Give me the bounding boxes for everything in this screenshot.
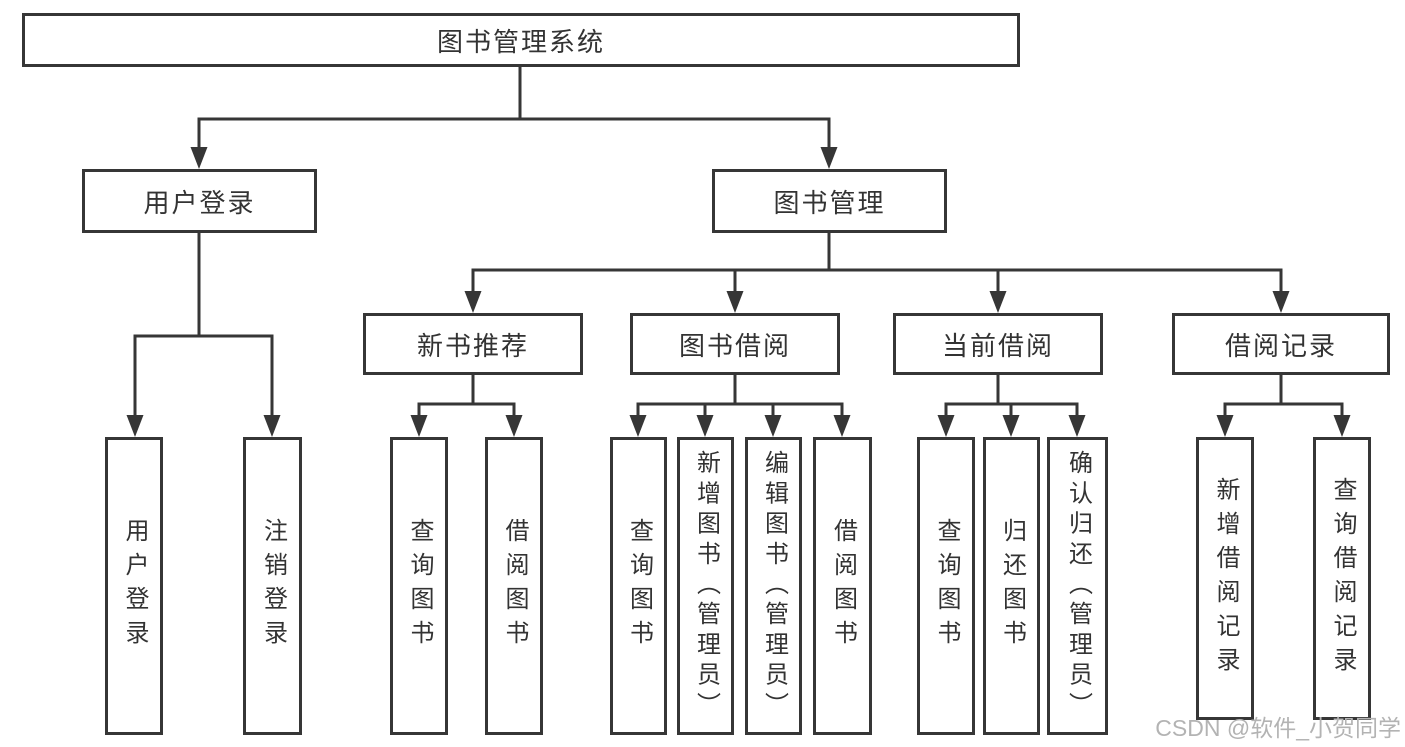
node-user-login-branch: 用户登录 bbox=[82, 169, 317, 233]
connector-borrow-group bbox=[636, 375, 844, 418]
leaf-label: 查询借阅记录 bbox=[1329, 476, 1356, 681]
leaf-label: 注销登录 bbox=[259, 518, 287, 654]
leaf-label: 查询图书 bbox=[933, 518, 960, 654]
node-current-borrow: 当前借阅 bbox=[893, 313, 1103, 375]
leaf-label: 新增图书（管理员） bbox=[692, 450, 720, 722]
connector-record-group bbox=[1223, 375, 1344, 418]
node-leaf-add-book-admin: 新增图书（管理员） bbox=[677, 437, 734, 735]
arrowhead-icon bbox=[1068, 415, 1086, 437]
arrowhead-icon bbox=[989, 291, 1007, 313]
node-book-management-branch: 图书管理 bbox=[712, 169, 947, 233]
node-system-root: 图书管理系统 bbox=[22, 13, 1020, 67]
node-leaf-return-book: 归还图书 bbox=[983, 437, 1040, 735]
connector-current-group bbox=[944, 375, 1079, 418]
node-leaf-borrow-book-1: 借阅图书 bbox=[485, 437, 543, 735]
node-leaf-add-borrow-record: 新增借阅记录 bbox=[1196, 437, 1254, 720]
arrowhead-icon bbox=[629, 415, 647, 437]
node-leaf-confirm-return-admin: 确认归还（管理员） bbox=[1047, 437, 1108, 735]
arrowhead-icon bbox=[1333, 415, 1351, 437]
arrowhead-icon bbox=[764, 415, 782, 437]
connector-newbook-group bbox=[417, 375, 516, 418]
arrowhead-icon bbox=[1272, 291, 1290, 313]
arrowhead-icon bbox=[937, 415, 955, 437]
leaf-label: 查询图书 bbox=[625, 518, 653, 654]
leaf-label: 借阅图书 bbox=[829, 518, 857, 654]
arrowhead-icon bbox=[833, 415, 851, 437]
arrowhead-icon bbox=[126, 415, 144, 437]
node-leaf-edit-book-admin: 编辑图书（管理员） bbox=[745, 437, 802, 735]
arrowhead-icon bbox=[190, 147, 208, 169]
node-new-book-recommend: 新书推荐 bbox=[363, 313, 583, 375]
arrowhead-icon bbox=[505, 415, 523, 437]
leaf-label: 用户登录 bbox=[121, 518, 148, 654]
node-book-borrow: 图书借阅 bbox=[630, 313, 840, 375]
connector-level2-bar bbox=[197, 117, 831, 150]
node-leaf-query-borrow-record: 查询借阅记录 bbox=[1313, 437, 1371, 720]
connector-user-branch bbox=[133, 233, 274, 418]
node-borrow-record: 借阅记录 bbox=[1172, 313, 1390, 375]
node-leaf-query-book-2: 查询图书 bbox=[610, 437, 667, 735]
leaf-label: 编辑图书（管理员） bbox=[760, 450, 788, 722]
arrowhead-icon bbox=[464, 291, 482, 313]
node-leaf-logout: 注销登录 bbox=[243, 437, 302, 735]
node-leaf-user-login: 用户登录 bbox=[105, 437, 163, 735]
leaf-label: 查询图书 bbox=[406, 518, 433, 654]
leaf-label: 新增借阅记录 bbox=[1212, 476, 1239, 681]
node-leaf-borrow-book-2: 借阅图书 bbox=[813, 437, 872, 735]
node-leaf-query-book-1: 查询图书 bbox=[390, 437, 448, 735]
arrowhead-icon bbox=[726, 291, 744, 313]
arrowhead-icon bbox=[696, 415, 714, 437]
leaf-label: 归还图书 bbox=[998, 518, 1026, 654]
arrowhead-icon bbox=[1002, 415, 1020, 437]
node-leaf-query-book-3: 查询图书 bbox=[917, 437, 975, 735]
arrowhead-icon bbox=[410, 415, 428, 437]
arrowheads bbox=[126, 147, 1351, 437]
connector-book-branch bbox=[471, 233, 1283, 294]
csdn-watermark: CSDN @软件_小贺同学 bbox=[1155, 715, 1401, 741]
arrowhead-icon bbox=[263, 415, 281, 437]
arrowhead-icon bbox=[1216, 415, 1234, 437]
leaf-label: 借阅图书 bbox=[501, 518, 528, 654]
arrowhead-icon bbox=[820, 147, 838, 169]
leaf-label: 确认归还（管理员） bbox=[1064, 450, 1092, 722]
